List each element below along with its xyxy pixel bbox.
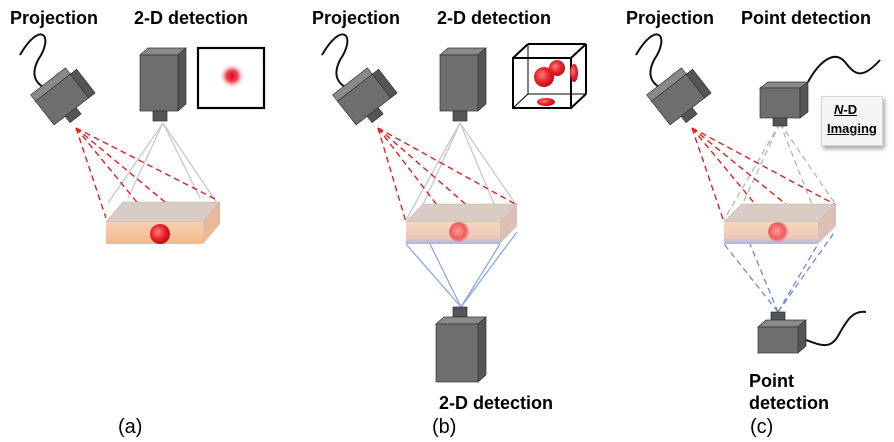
panel-c xyxy=(635,33,881,354)
nd-imaging-word: Imaging xyxy=(827,121,877,136)
panel-c-projector xyxy=(646,67,712,126)
panel-a-image-frame xyxy=(196,46,266,110)
panel-a-detection-label: 2-D detection xyxy=(134,8,249,28)
panel-b-bottom-rays xyxy=(405,231,518,308)
panel-b xyxy=(321,33,587,383)
panel-a xyxy=(19,33,266,244)
panel-c-bottom-detector-cable xyxy=(805,310,867,347)
panel-c-sample xyxy=(723,203,837,244)
panel-c-detection-bottom-label-1: Point xyxy=(749,371,794,391)
panel-b-top-rays xyxy=(405,122,518,221)
panel-c-bottom-rays xyxy=(723,229,837,313)
panel-c-top-detector-cable xyxy=(807,55,881,83)
panel-a-camera xyxy=(139,47,187,122)
nd-imaging-badge: N-D Imaging xyxy=(821,96,883,146)
panel-a-projector xyxy=(30,67,96,126)
panel-b-top-camera xyxy=(439,47,487,122)
panel-b-detection-top-label: 2-D detection xyxy=(437,8,552,28)
panel-c-caption: (c) xyxy=(750,416,774,438)
panel-b-target xyxy=(449,222,469,242)
panel-b-projector xyxy=(332,67,398,126)
panel-c-projection-label: Projection xyxy=(626,8,715,28)
nd-imaging-prefix: N xyxy=(834,102,844,117)
panel-a-projection-rays xyxy=(75,127,218,219)
panel-b-volume-targets xyxy=(534,60,578,106)
panel-b-projection-label: Projection xyxy=(312,8,401,28)
panel-b-caption: (b) xyxy=(432,416,457,438)
panel-b-bottom-camera xyxy=(435,306,487,383)
panel-a-projection-label: Projection xyxy=(10,8,99,28)
panel-c-bottom-detector xyxy=(757,311,807,354)
panel-c-detection-bottom-label-2: detection xyxy=(749,393,830,413)
panel-c-top-rays xyxy=(723,122,837,221)
panel-c-top-detector xyxy=(758,81,810,127)
panel-c-target xyxy=(768,222,788,242)
panel-b-projection-rays xyxy=(377,127,518,223)
panel-b-sample xyxy=(405,203,518,244)
panel-c-detection-top-label: Point detection xyxy=(741,8,871,28)
panel-a-detection-rays xyxy=(107,122,218,204)
panel-b-detection-bottom-label: 2-D detection xyxy=(439,393,554,413)
panel-a-sample xyxy=(105,201,221,244)
panel-a-caption: (a) xyxy=(118,416,143,438)
panel-a-target xyxy=(150,224,170,244)
nd-imaging-suffix: -D xyxy=(843,102,858,117)
